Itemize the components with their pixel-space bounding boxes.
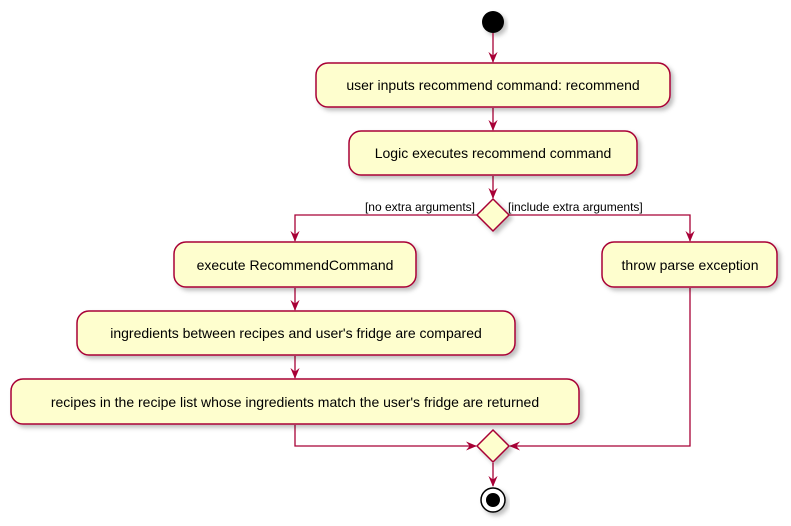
label-exec-cmd: execute RecommendCommand [197,257,394,273]
edge-throw-to-merge [509,288,691,451]
action-throw-exception [601,241,778,288]
guard-no-extra-arguments: [no extra arguments] [365,200,475,214]
label-user-input: user inputs recommend command: recommend [346,77,639,93]
guard-include-extra-arguments: [include extra arguments] [508,200,643,214]
action-logic-exec [348,130,638,176]
label-returned: recipes in the recipe list whose ingredi… [51,394,539,410]
edge-returned-to-merge [294,425,477,451]
label-throw-exception: throw parse exception [622,257,759,273]
action-exec-cmd [173,241,417,288]
edge-decision-to-exec [290,214,477,242]
end-node [480,487,506,513]
action-compare [76,310,516,356]
label-logic-exec: Logic executes recommend command [375,145,612,161]
merge-node [475,428,511,464]
edge-decision-to-throw [509,214,695,242]
action-user-input [315,62,671,108]
start-node [482,11,504,33]
decision-node [475,197,511,233]
action-returned [10,378,580,425]
label-compare: ingredients between recipes and user's f… [110,325,482,341]
